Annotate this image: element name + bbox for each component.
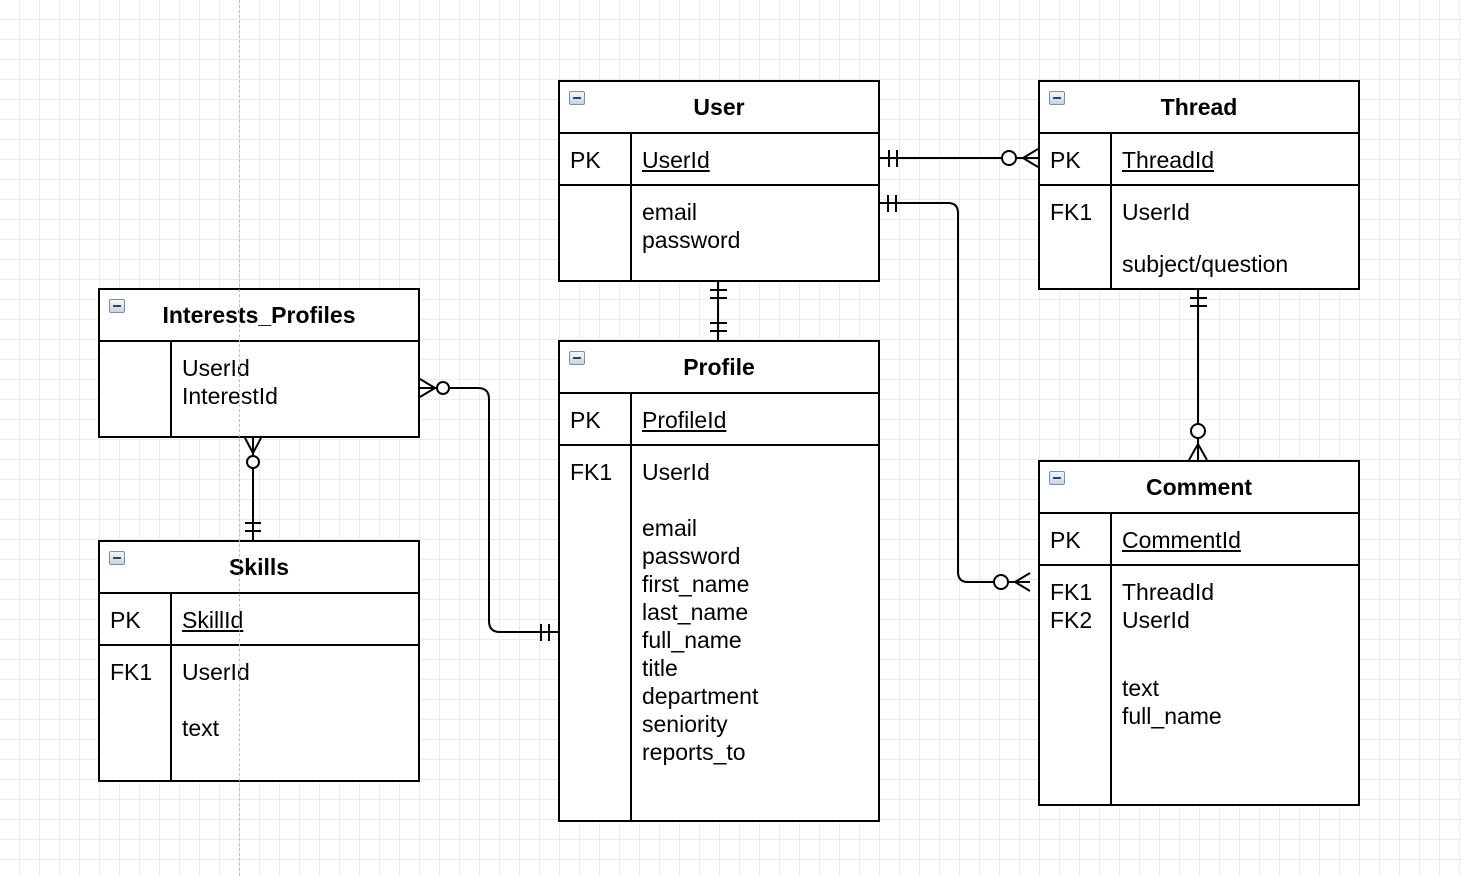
pk-label: PK bbox=[1050, 147, 1081, 173]
entity-title: Profile bbox=[683, 354, 755, 380]
attribute-rows[interactable]: UserId InterestId bbox=[100, 342, 418, 436]
field[interactable]: seniority bbox=[642, 711, 728, 737]
pk-field[interactable]: SkillId bbox=[182, 607, 244, 633]
entity-title: Comment bbox=[1145, 474, 1253, 500]
field[interactable]: password bbox=[642, 227, 741, 253]
fk-label: FK2 bbox=[1050, 607, 1093, 633]
connector-thread-comment[interactable] bbox=[1188, 290, 1208, 461]
field[interactable]: InterestId bbox=[182, 383, 278, 409]
crows-foot-many-icon bbox=[1021, 148, 1039, 168]
field[interactable]: email bbox=[642, 199, 697, 225]
entity-title: User bbox=[693, 94, 745, 120]
entity-thread[interactable]: Thread PK ThreadId FK1 UserId subject/qu… bbox=[1038, 80, 1360, 290]
entity-title: Thread bbox=[1160, 94, 1238, 120]
key-column bbox=[100, 646, 172, 780]
attribute-rows[interactable]: FK1 FK2 ThreadId UserId text full_name bbox=[1040, 566, 1358, 804]
fk-label: FK1 bbox=[570, 459, 613, 485]
collapse-icon[interactable] bbox=[109, 299, 125, 313]
entity-skills[interactable]: Skills PK SkillId FK1 UserId text bbox=[98, 540, 420, 782]
entity-title: Interests_Profiles bbox=[162, 302, 356, 328]
attribute-rows[interactable]: email password bbox=[560, 186, 878, 280]
connector-profile-interests[interactable] bbox=[419, 378, 558, 641]
collapse-icon[interactable] bbox=[109, 551, 125, 565]
field[interactable]: first_name bbox=[642, 571, 750, 597]
collapse-icon[interactable] bbox=[1049, 471, 1065, 485]
entity-header[interactable]: User bbox=[560, 82, 878, 134]
connector-user-profile[interactable] bbox=[710, 282, 727, 340]
field[interactable]: email bbox=[642, 515, 697, 541]
zero-optional-icon bbox=[1190, 423, 1206, 439]
primary-key-row[interactable]: PK ThreadId bbox=[1040, 134, 1358, 186]
entity-header[interactable]: Thread bbox=[1040, 82, 1358, 134]
field[interactable]: full_name bbox=[642, 627, 742, 653]
pk-label: PK bbox=[570, 407, 601, 433]
field[interactable]: text bbox=[1122, 675, 1160, 701]
zero-optional-icon bbox=[246, 455, 260, 469]
zero-optional-icon bbox=[436, 381, 450, 395]
key-column bbox=[100, 594, 172, 644]
crows-foot-many-icon bbox=[244, 437, 262, 456]
fk-label: FK1 bbox=[110, 659, 153, 685]
attribute-rows[interactable]: FK1 UserId email password first_name las… bbox=[560, 446, 878, 820]
entity-profile[interactable]: Profile PK ProfileId FK1 UserId email pa… bbox=[558, 340, 880, 822]
zero-optional-icon bbox=[993, 574, 1009, 590]
zero-optional-icon bbox=[1001, 150, 1017, 166]
key-column bbox=[560, 134, 632, 184]
entity-header[interactable]: Interests_Profiles bbox=[100, 290, 418, 342]
collapse-icon[interactable] bbox=[1049, 91, 1065, 105]
key-column bbox=[560, 186, 632, 280]
attribute-rows[interactable]: FK1 UserId text bbox=[100, 646, 418, 780]
entity-header[interactable]: Skills bbox=[100, 542, 418, 594]
primary-key-row[interactable]: PK SkillId bbox=[100, 594, 418, 646]
crows-foot-many-icon bbox=[419, 378, 437, 398]
crows-foot-many-icon bbox=[1013, 572, 1031, 592]
primary-key-row[interactable]: PK ProfileId bbox=[560, 394, 878, 446]
field[interactable]: last_name bbox=[642, 599, 749, 625]
connector-user-comment[interactable] bbox=[880, 195, 1031, 592]
entity-interests-profiles[interactable]: Interests_Profiles UserId InterestId bbox=[98, 288, 420, 438]
primary-key-row[interactable]: PK CommentId bbox=[1040, 514, 1358, 566]
field[interactable]: UserId bbox=[182, 355, 250, 381]
key-column bbox=[100, 342, 172, 436]
attribute-rows[interactable]: FK1 UserId subject/question bbox=[1040, 186, 1358, 288]
key-column bbox=[560, 446, 632, 820]
key-column bbox=[1040, 134, 1112, 184]
entity-user[interactable]: User PK UserId email password bbox=[558, 80, 880, 282]
primary-key-row[interactable]: PK UserId bbox=[560, 134, 878, 186]
collapse-icon[interactable] bbox=[569, 91, 585, 105]
pk-label: PK bbox=[570, 147, 601, 173]
entity-header[interactable]: Profile bbox=[560, 342, 878, 394]
key-column bbox=[560, 394, 632, 444]
connector-user-thread[interactable] bbox=[880, 148, 1039, 168]
key-column bbox=[1040, 186, 1112, 288]
field[interactable]: subject/question bbox=[1122, 251, 1289, 277]
field[interactable]: reports_to bbox=[642, 739, 746, 765]
field[interactable]: UserId bbox=[642, 459, 710, 485]
key-column bbox=[1040, 566, 1112, 804]
key-column bbox=[1040, 514, 1112, 564]
pk-label: PK bbox=[1050, 527, 1081, 553]
entity-header[interactable]: Comment bbox=[1040, 462, 1358, 514]
field[interactable]: full_name bbox=[1122, 703, 1222, 729]
fk-label: FK1 bbox=[1050, 579, 1093, 605]
pk-label: PK bbox=[110, 607, 141, 633]
connector-skills-interests[interactable] bbox=[244, 437, 262, 540]
field[interactable]: ThreadId bbox=[1122, 579, 1215, 605]
pk-field[interactable]: CommentId bbox=[1122, 527, 1241, 553]
entity-comment[interactable]: Comment PK CommentId FK1 FK2 ThreadId Us… bbox=[1038, 460, 1360, 806]
crows-foot-many-icon bbox=[1188, 441, 1208, 461]
fk-label: FK1 bbox=[1050, 199, 1093, 225]
field[interactable]: department bbox=[642, 683, 759, 709]
field[interactable]: UserId bbox=[1122, 199, 1190, 225]
entity-title: Skills bbox=[228, 554, 290, 580]
pk-field[interactable]: ProfileId bbox=[642, 407, 727, 433]
field[interactable]: title bbox=[642, 655, 678, 681]
field[interactable]: password bbox=[642, 543, 741, 569]
collapse-icon[interactable] bbox=[569, 351, 585, 365]
field[interactable]: text bbox=[182, 715, 220, 741]
pk-field[interactable]: ThreadId bbox=[1122, 147, 1215, 173]
field[interactable]: UserId bbox=[1122, 607, 1190, 633]
field[interactable]: UserId bbox=[182, 659, 250, 685]
pk-field[interactable]: UserId bbox=[642, 147, 710, 173]
